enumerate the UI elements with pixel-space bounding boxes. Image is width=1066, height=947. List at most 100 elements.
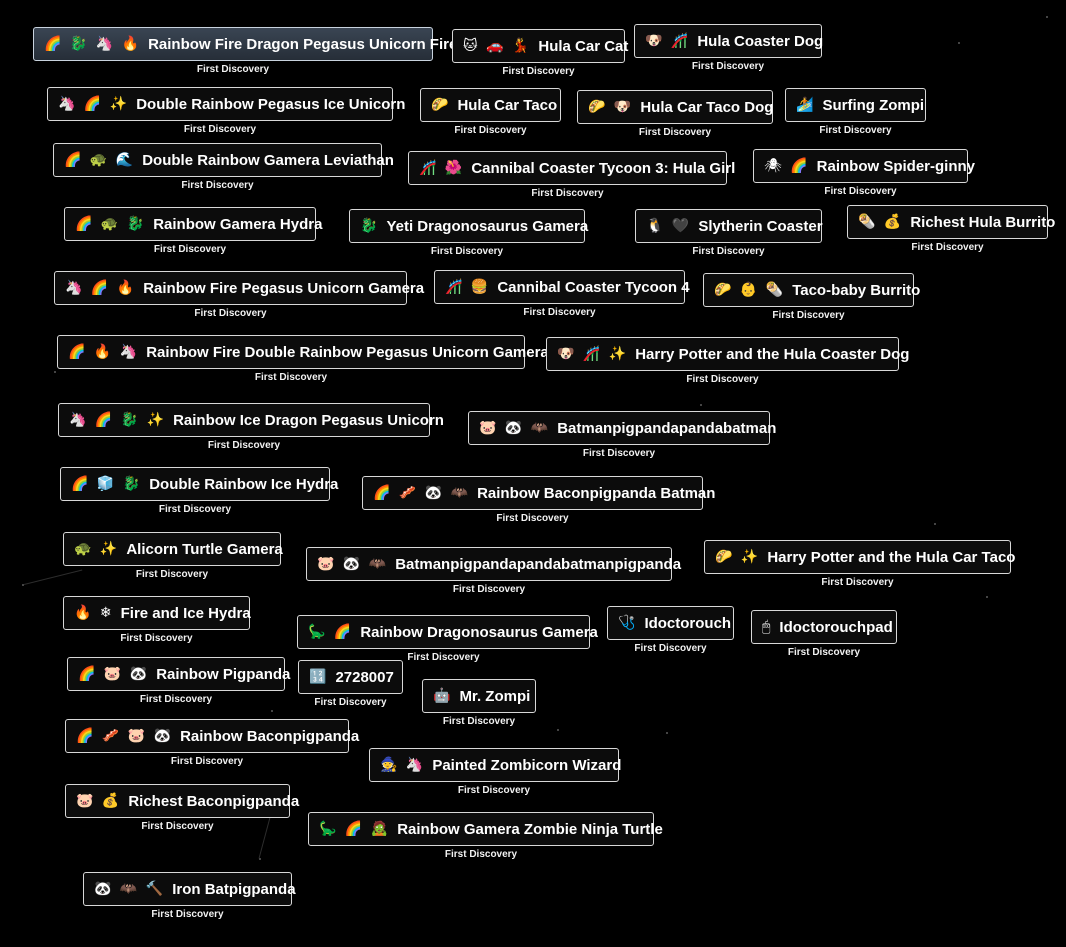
element-name: 2728007 xyxy=(335,668,394,686)
element-card[interactable]: 🐷 🐼 🦇Batmanpigpandapandabatman xyxy=(468,411,776,445)
element-emoji-icon: 🏄 xyxy=(796,97,816,113)
first-discovery-label: First Discovery xyxy=(170,756,244,767)
element-name: Harry Potter and the Hula Coaster Dog xyxy=(635,345,910,363)
first-discovery-label: First Discovery xyxy=(139,694,213,705)
element-name: Double Rainbow Ice Hydra xyxy=(149,475,339,493)
element-card[interactable]: 🌮Hula Car Taco xyxy=(420,88,561,122)
element-name: Surfing Zompi xyxy=(822,96,925,114)
element-name: Taco-baby Burrito xyxy=(792,281,921,299)
element-card[interactable]: 🌈 🐢 🌊Double Rainbow Gamera Leviathan xyxy=(53,143,394,177)
first-discovery-label: First Discovery xyxy=(496,513,569,524)
element-card[interactable]: 🌯 💰 Richest Hula Burrito xyxy=(847,205,1055,239)
first-discovery-label: First Discovery xyxy=(183,124,257,135)
element-name: Cannibal Coaster Tycoon 3: Hula Girl xyxy=(471,159,736,177)
element-emoji-icon: 🌮 🐶 xyxy=(588,99,634,115)
element-card[interactable]: 🌮 ✨ Harry Potter and the Hula Car Taco xyxy=(704,540,1015,574)
first-discovery-label: First Discovery xyxy=(181,180,254,191)
element-card[interactable]: 🖱Idoctorouchpad xyxy=(751,610,897,644)
element-card[interactable]: 🩺Idoctorouch xyxy=(607,606,734,640)
element-name: Harry Potter and the Hula Car Taco xyxy=(767,548,1016,566)
element-card[interactable]: 🐼 🦇 🔨Iron Batpigpanda xyxy=(83,872,296,906)
element-emoji-icon: 🦕 🌈 xyxy=(308,624,354,640)
element-emoji-icon: 🌮 ✨ xyxy=(715,549,761,565)
first-discovery-label: First Discovery xyxy=(141,821,214,832)
element-name: Batmanpigpandapandabatman xyxy=(557,419,777,437)
element-card[interactable]: 🦕 🌈 Rainbow Dragonosaurus Gamera xyxy=(297,615,598,649)
first-discovery-label: First Discovery xyxy=(444,849,518,860)
element-name: Double Rainbow Gamera Leviathan xyxy=(142,151,394,169)
first-discovery-label: First Discovery xyxy=(691,61,765,72)
element-name: Rainbow Dragonosaurus Gamera xyxy=(360,623,598,641)
first-discovery-label: First Discovery xyxy=(686,374,759,385)
element-emoji-icon: 🌯 💰 xyxy=(858,214,904,230)
element-card[interactable]: 🌈 🥓 🐷 🐼Rainbow Baconpigpanda xyxy=(65,719,359,753)
element-card[interactable]: 🌈 🐉 🦄 🔥Rainbow Fire Dragon Pegasus Unico… xyxy=(33,27,457,61)
element-emoji-icon: 🐉 xyxy=(360,218,380,234)
element-emoji-icon: 🌈 🥓 🐼 🦇 xyxy=(373,485,471,501)
element-emoji-icon: 🐶 🎢 xyxy=(645,33,691,49)
element-card[interactable]: 🐢 ✨Alicorn Turtle Gamera xyxy=(63,532,283,566)
element-name: Painted Zombicorn Wizard xyxy=(432,756,622,774)
element-card[interactable]: 🐶 🎢 ✨Harry Potter and the Hula Coaster D… xyxy=(546,337,909,371)
element-card[interactable]: 🌈 🥓 🐼 🦇Rainbow Baconpigpanda Batman xyxy=(362,476,715,510)
element-card[interactable]: 🏄 Surfing Zompi xyxy=(785,88,926,122)
element-card[interactable]: 🦕 🌈 🧟Rainbow Gamera Zombie Ninja Turtle xyxy=(308,812,663,846)
element-emoji-icon: 🌈 🐷 🐼 xyxy=(78,666,150,682)
element-emoji-icon: 🌮 👶 🌯 xyxy=(714,282,786,298)
element-name: Rainbow Fire Pegasus Unicorn Gamera xyxy=(143,279,425,297)
first-discovery-label: First Discovery xyxy=(457,785,531,796)
element-emoji-icon: 🌈 🐉 🦄 🔥 xyxy=(44,36,142,52)
background-star xyxy=(958,42,960,44)
first-discovery-label: First Discovery xyxy=(254,372,328,383)
element-card[interactable]: 🧙 🦄Painted Zombicorn Wizard xyxy=(369,748,622,782)
element-name: Batmanpigpandapandabatmanpigpanda xyxy=(395,555,682,573)
element-card[interactable]: 🌮 👶 🌯 Taco-baby Burrito xyxy=(703,273,920,307)
element-emoji-icon: 🐷 💰 xyxy=(76,793,122,809)
element-card[interactable]: 🎢 🍔Cannibal Coaster Tycoon 4 xyxy=(434,270,690,304)
element-name: Fire and Ice Hydra xyxy=(120,604,251,622)
element-card[interactable]: 🦄 🌈 🔥Rainbow Fire Pegasus Unicorn Gamera xyxy=(54,271,424,305)
first-discovery-label: First Discovery xyxy=(430,246,504,257)
element-card[interactable]: 🦄 🌈 🐉 ✨Rainbow Ice Dragon Pegasus Unicor… xyxy=(58,403,444,437)
first-discovery-label: First Discovery xyxy=(824,186,897,197)
element-card[interactable]: 🐱 🚗 💃Hula Car Cat xyxy=(452,29,628,63)
first-discovery-label: First Discovery xyxy=(407,652,480,663)
background-star xyxy=(557,729,559,731)
element-name: Slytherin Coaster xyxy=(698,217,823,235)
element-name: Rainbow Spider-ginny xyxy=(816,157,975,175)
element-card[interactable]: 🕷 🌈 Rainbow Spider-ginny xyxy=(753,149,975,183)
element-emoji-icon: 🦕 🌈 🧟 xyxy=(319,821,391,837)
first-discovery-label: First Discovery xyxy=(158,504,232,515)
background-star xyxy=(986,596,988,598)
element-card[interactable]: 🌈 🔥 🦄Rainbow Fire Double Rainbow Pegasus… xyxy=(57,335,549,369)
first-discovery-label: First Discovery xyxy=(153,244,227,255)
background-star xyxy=(700,404,702,406)
first-discovery-label: First Discovery xyxy=(314,697,387,708)
element-card[interactable]: 🐷 🐼 🦇Batmanpigpandapandabatmanpigpanda xyxy=(306,547,681,581)
first-discovery-label: First Discovery xyxy=(194,308,267,319)
element-name: Rainbow Baconpigpanda xyxy=(180,727,360,745)
element-card[interactable]: 🐉Yeti Dragonosaurus Gamera xyxy=(349,209,588,243)
element-emoji-icon: 🕷 🌈 xyxy=(764,158,810,174)
element-name: Iron Batpigpanda xyxy=(172,880,296,898)
element-card[interactable]: 🐶 🎢 Hula Coaster Dog xyxy=(634,24,824,58)
element-card[interactable]: 🌈 🧊 🐉Double Rainbow Ice Hydra xyxy=(60,467,338,501)
element-card[interactable]: 🎢 🌺 Cannibal Coaster Tycoon 3: Hula Girl xyxy=(408,151,735,185)
element-card[interactable]: 🌈 🐷 🐼Rainbow Pigpanda xyxy=(67,657,290,691)
element-card[interactable]: 🤖Mr. Zompi xyxy=(422,679,536,713)
element-card[interactable]: 🐷 💰Richest Baconpigpanda xyxy=(65,784,299,818)
first-discovery-label: First Discovery xyxy=(531,188,604,199)
element-card[interactable]: 🐧 🖤Slytherin Coaster xyxy=(635,209,823,243)
element-name: Richest Hula Burrito xyxy=(910,213,1056,231)
element-emoji-icon: 🎢 🌺 xyxy=(419,160,465,176)
background-star xyxy=(271,710,273,712)
first-discovery-label: First Discovery xyxy=(634,643,707,654)
background-star xyxy=(934,523,936,525)
element-card[interactable]: 🌮 🐶Hula Car Taco Dog xyxy=(577,90,773,124)
element-card[interactable]: 🦄 🌈 ✨Double Rainbow Pegasus Ice Unicorn xyxy=(47,87,405,121)
element-card[interactable]: 🔢2728007 xyxy=(298,660,403,694)
element-card[interactable]: 🌈 🐢 🐉Rainbow Gamera Hydra xyxy=(64,207,322,241)
element-name: Hula Coaster Dog xyxy=(697,32,824,50)
element-card[interactable]: 🔥 ❄Fire and Ice Hydra xyxy=(63,596,251,630)
